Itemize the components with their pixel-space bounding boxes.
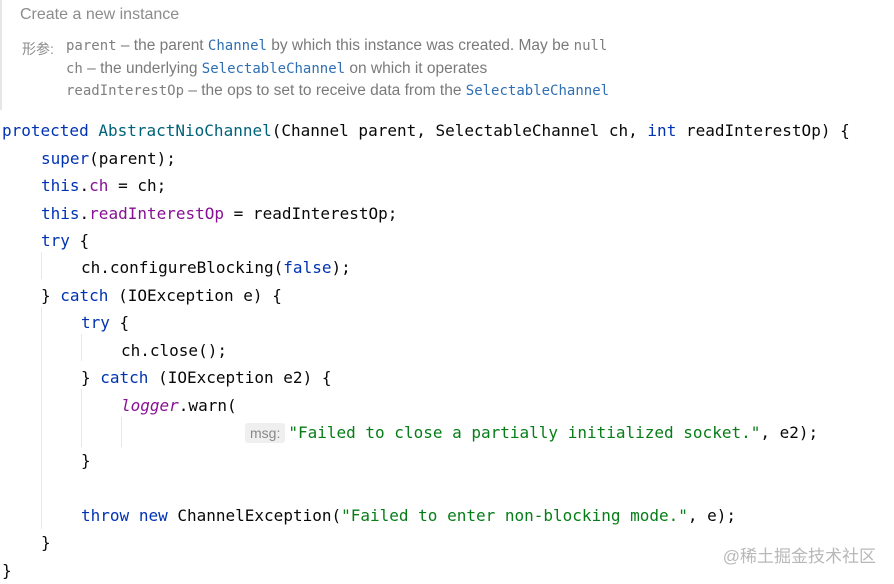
keyword: protected bbox=[2, 121, 89, 140]
keyword: try bbox=[81, 313, 110, 332]
code-text: .warn( bbox=[178, 396, 237, 415]
param-desc: – the parent bbox=[116, 37, 208, 54]
code-line-try: try { bbox=[41, 227, 89, 254]
indent-guide bbox=[41, 252, 42, 279]
code-text: readInterestOp) { bbox=[676, 121, 850, 140]
param-name: parent bbox=[66, 38, 117, 54]
string-literal: "Failed to close a partially initialized… bbox=[288, 423, 761, 442]
code-text: { bbox=[109, 313, 130, 332]
code-text: (Channel parent, SelectableChannel ch, bbox=[271, 121, 648, 140]
code-line-catch-inner: } catch (IOException e2) { bbox=[81, 364, 331, 391]
watermark: @稀土掘金技术社区 bbox=[722, 547, 876, 566]
code-line-close: ch.close(); bbox=[121, 337, 227, 364]
param-parent: parent – the parent Channel by which thi… bbox=[66, 37, 607, 55]
code-text: } bbox=[81, 451, 91, 470]
code-line-try-inner: try { bbox=[81, 309, 129, 336]
param-null: null bbox=[573, 38, 608, 54]
code-text: . bbox=[79, 176, 90, 195]
keyword: this bbox=[41, 176, 80, 195]
param-ref-link[interactable]: SelectableChannel bbox=[201, 61, 346, 77]
keyword: this bbox=[41, 204, 80, 223]
keyword: false bbox=[283, 258, 332, 277]
logger-field: logger bbox=[121, 396, 179, 415]
code-line-msg: msg:"Failed to close a partially initial… bbox=[245, 419, 818, 446]
code-text: , e2); bbox=[760, 423, 819, 442]
parameter-hint: msg: bbox=[245, 423, 286, 443]
code-text: } bbox=[41, 533, 51, 552]
code-text: (IOException e2) { bbox=[148, 368, 332, 387]
code-line-brace: } bbox=[2, 557, 12, 584]
indent-guide bbox=[121, 417, 122, 447]
code-text: ChannelException( bbox=[167, 506, 342, 525]
code-text: } bbox=[2, 561, 12, 580]
code-text: ); bbox=[331, 258, 351, 277]
code-text: { bbox=[69, 231, 90, 250]
keyword: new bbox=[138, 506, 168, 525]
keyword: catch bbox=[100, 368, 149, 387]
code-text: = readInterestOp; bbox=[224, 204, 398, 223]
param-name: readInterestOp bbox=[66, 83, 185, 99]
param-desc-cont: by which this instance was created. May … bbox=[266, 37, 574, 54]
code-line-this-ch: this.ch = ch; bbox=[41, 172, 166, 199]
code-text: ch.close(); bbox=[121, 341, 227, 360]
param-desc: – the underlying bbox=[82, 60, 202, 77]
field: ch bbox=[89, 176, 109, 195]
param-desc: – the ops to set to receive data from th… bbox=[184, 82, 466, 99]
string-literal: "Failed to enter non-blocking mode." bbox=[341, 506, 688, 525]
code-line-brace: } bbox=[81, 447, 91, 474]
code-line-brace: } bbox=[41, 529, 51, 556]
keyword: try bbox=[41, 231, 70, 250]
code-text: (IOException e) { bbox=[108, 286, 282, 305]
param-name: ch bbox=[66, 61, 83, 77]
code-line-super: super(parent); bbox=[41, 145, 176, 172]
keyword: super bbox=[41, 149, 90, 168]
keyword: int bbox=[647, 121, 677, 140]
indent-guide bbox=[81, 334, 82, 361]
keyword: catch bbox=[60, 286, 109, 305]
code-text: . bbox=[79, 204, 90, 223]
code-line-signature: protected AbstractNioChannel(Channel par… bbox=[2, 117, 850, 144]
code-line-configure: ch.configureBlocking(false); bbox=[81, 254, 351, 281]
indent-guide bbox=[81, 389, 82, 447]
code-text bbox=[129, 506, 139, 525]
code-line-this-op: this.readInterestOp = readInterestOp; bbox=[41, 200, 397, 227]
param-ref-link[interactable]: Channel bbox=[207, 38, 267, 54]
doc-title: Create a new instance bbox=[20, 6, 180, 23]
code-text: (parent); bbox=[89, 149, 176, 168]
param-readinterestop: readInterestOp – the ops to set to recei… bbox=[66, 82, 609, 100]
code-text: } bbox=[81, 368, 101, 387]
params-label: 形参: bbox=[22, 41, 54, 57]
code-line-throw: throw new ChannelException("Failed to en… bbox=[81, 502, 736, 529]
param-desc-cont: on which it operates bbox=[345, 60, 488, 77]
code-text: } bbox=[41, 286, 61, 305]
code-text: = ch; bbox=[108, 176, 167, 195]
code-text: ch.configureBlocking( bbox=[81, 258, 284, 277]
field: readInterestOp bbox=[89, 204, 225, 223]
code-line-logger: logger.warn( bbox=[121, 392, 237, 419]
indent-guide bbox=[41, 307, 42, 529]
method-name: AbstractNioChannel bbox=[88, 121, 272, 140]
javadoc-block: Create a new instance 形参: parent – the p… bbox=[0, 0, 894, 110]
param-ref-link[interactable]: SelectableChannel bbox=[465, 83, 610, 99]
code-text: , e); bbox=[687, 506, 737, 525]
keyword: throw bbox=[81, 506, 130, 525]
param-ch: ch – the underlying SelectableChannel on… bbox=[66, 60, 487, 78]
code-line-catch: } catch (IOException e) { bbox=[41, 282, 282, 309]
